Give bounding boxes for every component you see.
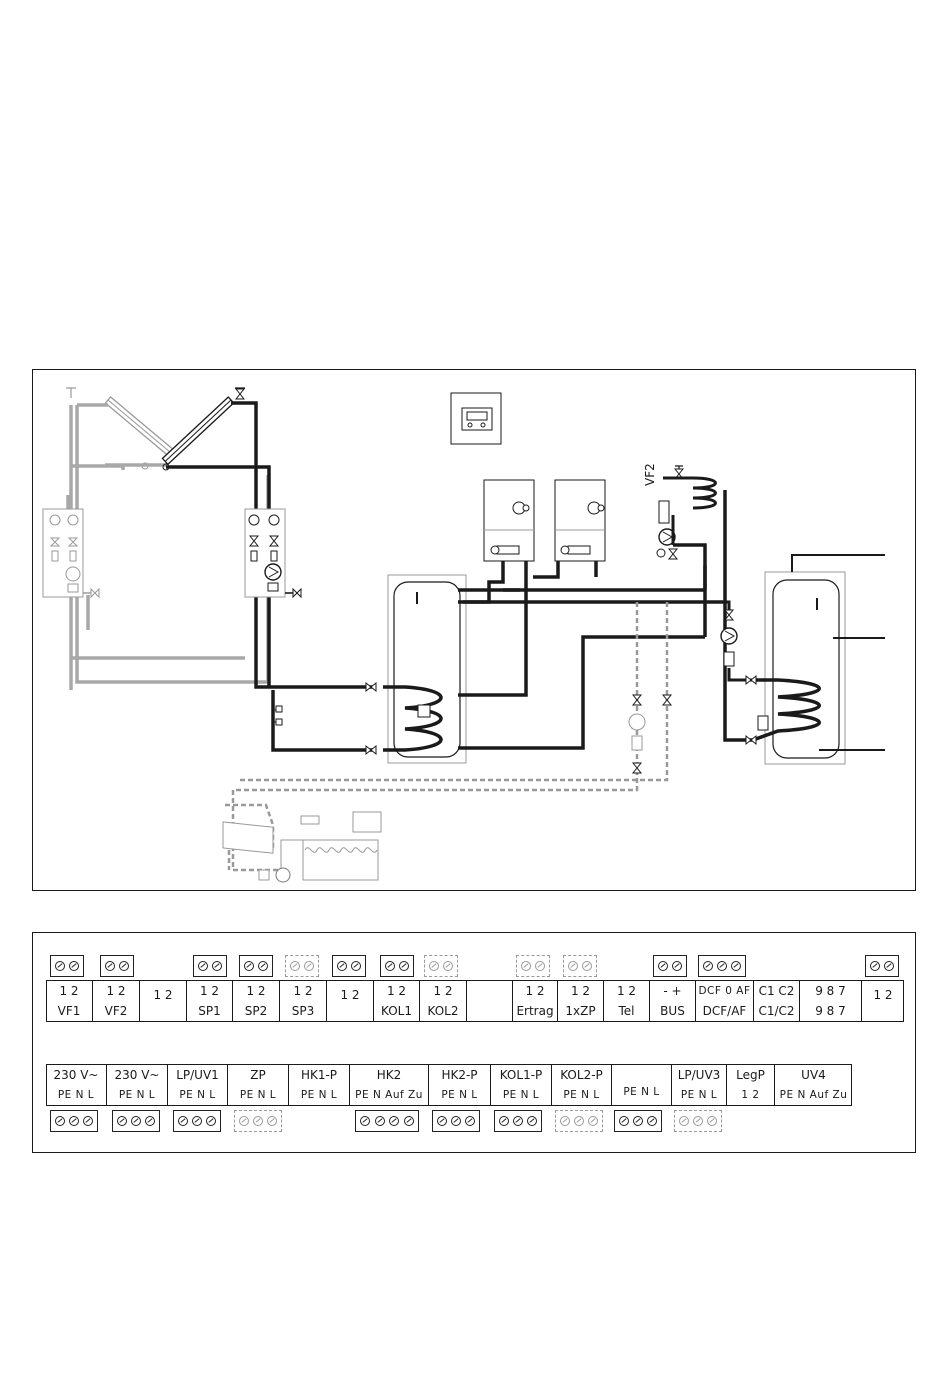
screw-terminal [432,1110,480,1132]
screw-terminal [50,1110,98,1132]
terminal-unused: 1 2 [326,981,373,1021]
screw-terminal [173,1110,221,1132]
heat-generator-1 [483,479,535,562]
terminal-unlabeled: PE N L [611,1065,671,1105]
optional-pump-group [222,694,672,883]
sensor-label-vf2: VF2 [643,463,657,486]
screw-terminal [614,1110,662,1132]
buffer-tank [383,574,467,764]
cylinder-charge-pump [705,600,757,745]
screw-terminal [355,1110,419,1132]
grey-pipes [66,403,270,690]
controller-unit [450,392,502,445]
screw-terminal [653,955,687,977]
screw-terminal-optional [563,955,597,977]
screw-terminal-optional [555,1110,603,1132]
solar-collector [161,387,245,471]
screw-terminal [698,955,746,977]
terminal-empty [466,981,512,1021]
terminal-unused: 1 2 [861,981,904,1021]
screw-terminal [193,955,227,977]
solar-station-grey [42,508,100,599]
screw-terminal-optional [516,955,550,977]
screw-terminal [112,1110,160,1132]
terminal-230v-1: 230 V~PE N L [53,1068,99,1101]
screw-terminal-optional [424,955,458,977]
screw-terminal [494,1110,542,1132]
screw-terminal-optional [234,1110,282,1132]
screw-terminal [380,955,414,977]
terminal-unused: 1 2 [139,981,186,1021]
valve [365,682,377,692]
dhw-cylinder [752,554,885,765]
solar-station [244,508,302,726]
screw-terminal [50,955,84,977]
screw-terminal [865,955,899,977]
screw-terminal-optional [285,955,319,977]
hydraulic-schematic: VF2 [32,369,916,891]
screw-terminal [239,955,273,977]
screw-terminal [332,955,366,977]
screw-terminal-optional [674,1110,722,1132]
heating-circuit [656,465,717,560]
screw-terminal [100,955,134,977]
solar-collector-grey [66,387,176,470]
terminal-230v-2: 230 V~PE N L [106,1065,167,1105]
heat-generator-2 [554,479,606,562]
valve [365,745,377,755]
terminal-bus: - +BUS [649,981,695,1021]
